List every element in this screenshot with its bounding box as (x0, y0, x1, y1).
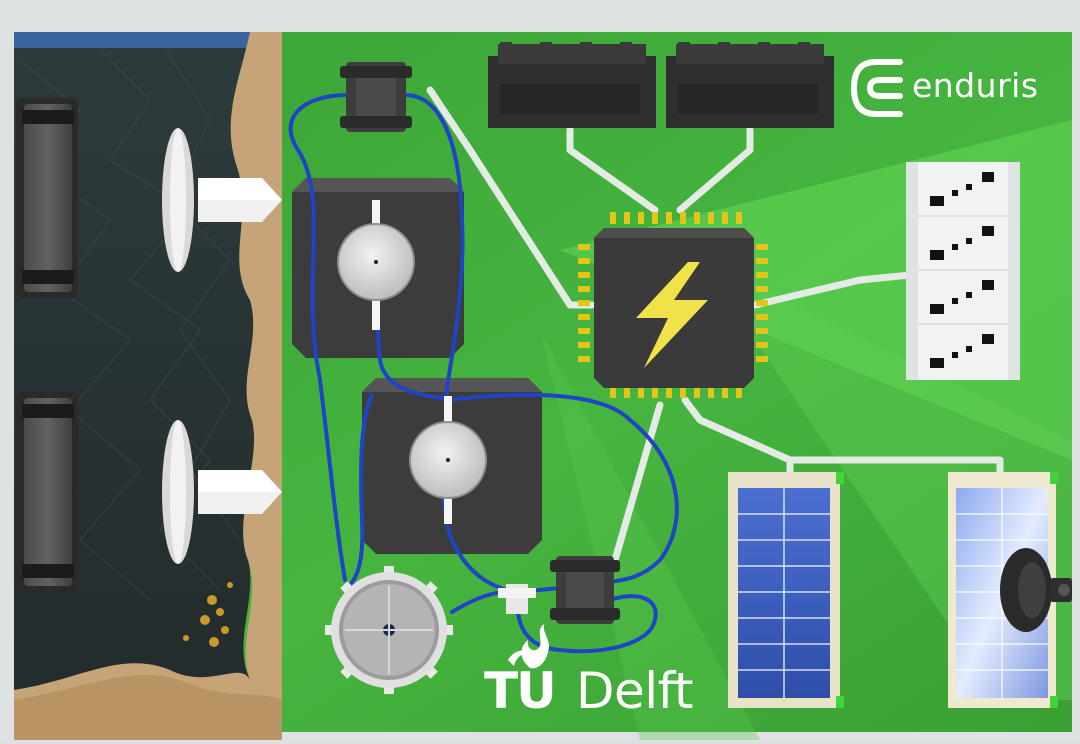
power-chip (578, 212, 768, 398)
turbine-bottom (16, 392, 282, 592)
lightning-bolt-icon (636, 262, 708, 368)
tee-junction (498, 584, 536, 614)
solar-panel-left (728, 472, 844, 708)
tudelft-logo-tu: TU (484, 662, 557, 720)
pump-bottom (409, 396, 487, 524)
tudelft-logo-delft: Delft (576, 662, 693, 720)
turbine-top (16, 98, 282, 298)
header-connector-left (488, 42, 656, 128)
header-connector-right (666, 42, 834, 128)
enduris-logo-text: enduris (912, 66, 1039, 105)
tube-connector-top (340, 62, 412, 132)
tudelft-flame-icon (508, 624, 549, 669)
tube-connector-bottom (550, 556, 620, 624)
speaker-icon (1000, 548, 1072, 632)
water-wheel (325, 566, 453, 694)
enduris-e-mark-icon (850, 59, 903, 117)
sensor-module (906, 162, 1020, 380)
pump-top (337, 200, 415, 330)
